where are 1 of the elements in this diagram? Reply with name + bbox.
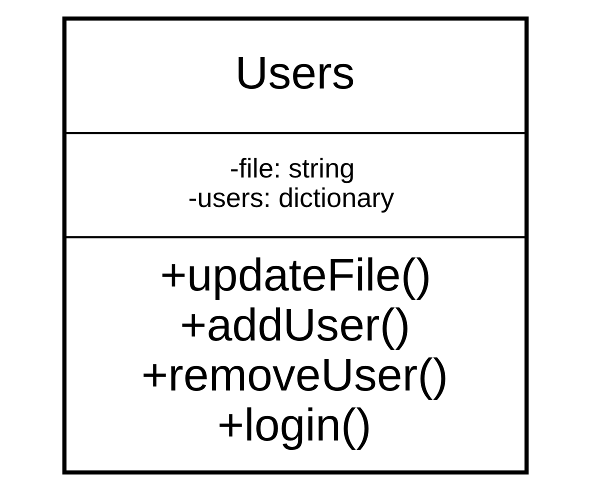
node-box: Users -file: string -users: dictionary +updateFile() +addUser() +removeUser() +login() [62, 16, 529, 474]
